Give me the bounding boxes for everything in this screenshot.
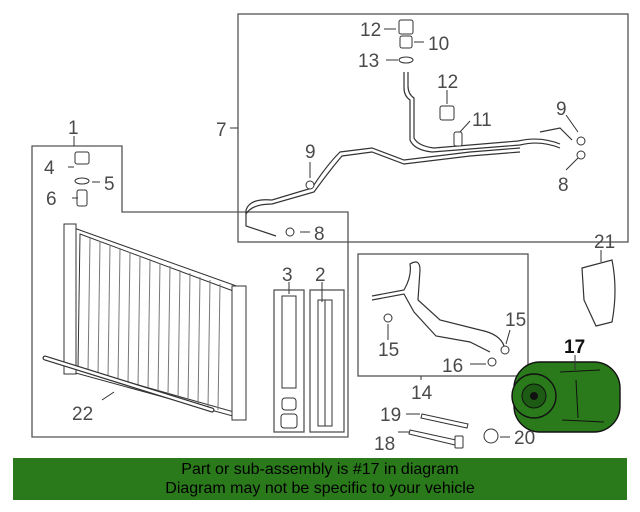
notice-banner: Part or sub-assembly is #17 in diagram D…: [13, 458, 627, 500]
callout-20: 20: [514, 428, 535, 449]
callout-22: 22: [72, 404, 93, 425]
callout-11: 11: [472, 110, 492, 131]
part-16-oring: [487, 357, 497, 367]
part-5-oring: [74, 177, 90, 185]
bolt-18: [408, 429, 457, 446]
ac-tubes: [245, 72, 573, 237]
callout-12-top: 12: [360, 20, 381, 41]
callout-2: 2: [315, 265, 326, 286]
part-12-cap-top: [398, 19, 414, 35]
callout-13: 13: [358, 51, 379, 72]
callout-8-lower: 8: [314, 224, 325, 245]
callout-18: 18: [374, 434, 395, 455]
part-3-desiccant: [281, 295, 297, 389]
callout-6: 6: [46, 189, 57, 210]
part-10-valve: [399, 35, 413, 49]
part-15-oring-left: [383, 313, 393, 323]
part-6-valve: [76, 189, 88, 207]
part-13-oring: [398, 56, 414, 64]
callout-3: 3: [282, 265, 293, 286]
notice-line-1: Part or sub-assembly is #17 in diagram: [181, 461, 459, 478]
group-14-frame: [357, 253, 529, 377]
suction-hose: [371, 261, 505, 353]
callout-19: 19: [380, 405, 401, 426]
callout-10: 10: [428, 34, 449, 55]
leader-lines: [68, 28, 602, 438]
callout-9-right: 9: [556, 99, 567, 120]
part-8-oring: [285, 227, 295, 237]
part-9-oring: [305, 180, 315, 190]
nut-20: [483, 428, 499, 444]
callout-16: 16: [442, 356, 463, 377]
callout-15-right: 15: [505, 310, 526, 331]
part-4-cap: [74, 151, 90, 165]
bracket-21: [581, 259, 616, 327]
notice-line-2: Diagram may not be specific to your vehi…: [165, 480, 475, 497]
part-11-valve: [453, 131, 463, 147]
callout-4: 4: [44, 158, 55, 179]
callout-9-left: 9: [305, 142, 316, 163]
condenser: [63, 223, 247, 421]
group-1-frame: [31, 145, 349, 438]
part-12-cap-mid: [439, 105, 455, 121]
callout-7: 7: [216, 120, 227, 141]
bolt-19: [420, 413, 469, 429]
group-2-frame: [309, 289, 345, 433]
callout-12-mid: 12: [437, 72, 458, 93]
callout-1: 1: [68, 118, 79, 139]
callout-15-left: 15: [378, 340, 399, 361]
callout-17: 17: [564, 337, 585, 358]
callout-14: 14: [411, 383, 433, 404]
compressor-17: [511, 361, 621, 433]
callout-8-right: 8: [558, 175, 569, 196]
callout-5: 5: [104, 174, 115, 195]
part-15-oring-right: [500, 345, 510, 355]
callout-21: 21: [594, 232, 615, 253]
